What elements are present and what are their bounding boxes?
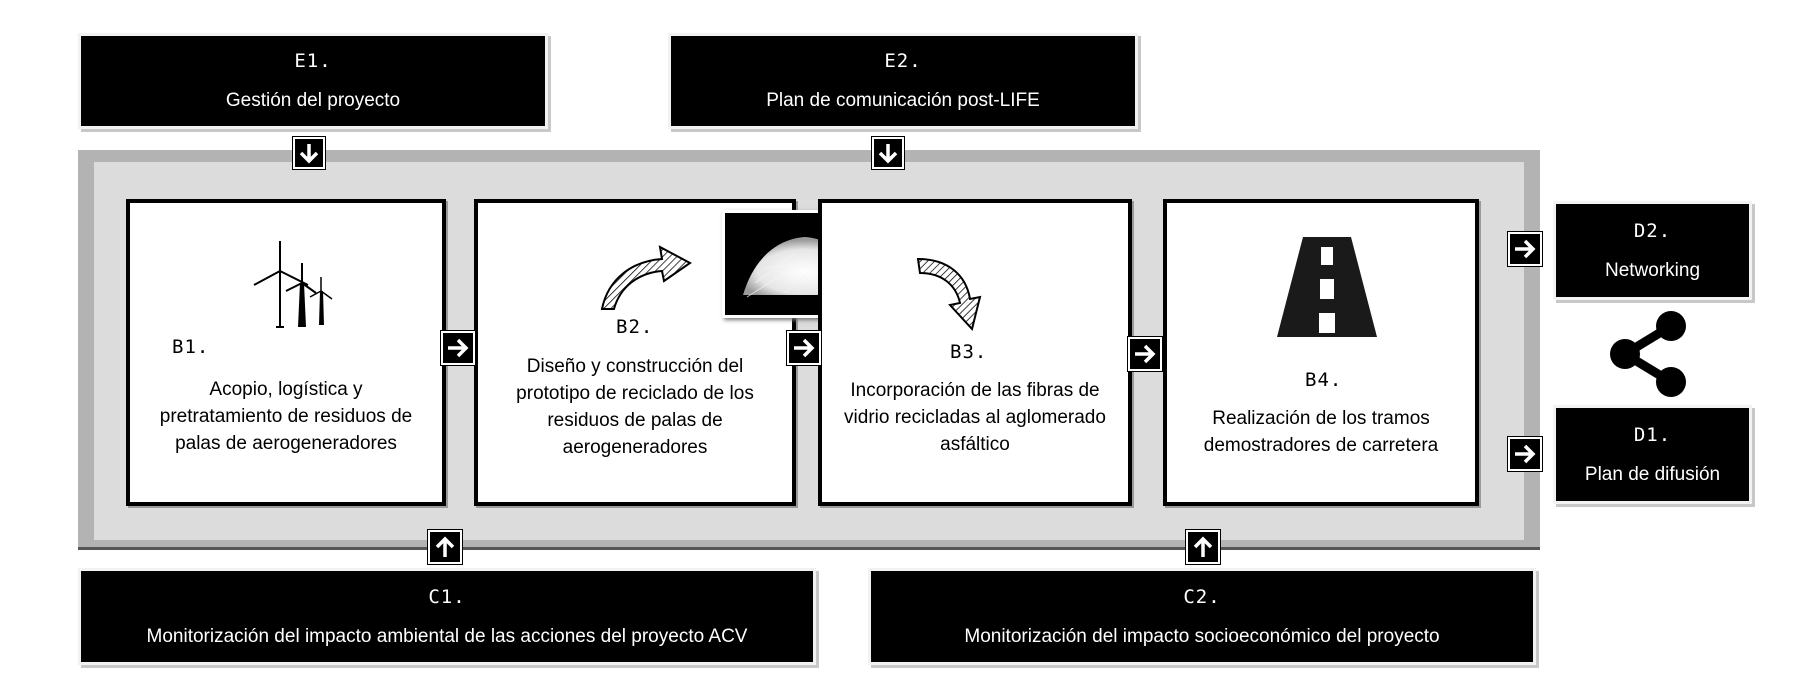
task-e1-title: Gestión del proyecto bbox=[225, 90, 401, 111]
share-icon bbox=[1610, 311, 1686, 397]
task-b4-code: B4. bbox=[1305, 369, 1343, 391]
task-b3-panel: B3. Incorporación de las fibras de vidri… bbox=[818, 199, 1132, 506]
task-e2-code: E2. bbox=[884, 50, 922, 72]
task-d2-box: D2. Networking bbox=[1553, 201, 1752, 300]
task-d1-box: D1. Plan de difusión bbox=[1553, 405, 1752, 504]
task-e2-box: E2. Plan de comunicación post-LIFE bbox=[668, 33, 1138, 129]
task-c2-box: C2. Monitorización del impacto socioecon… bbox=[868, 568, 1536, 665]
task-b1-panel: B1. Acopio, logística y pretratamiento d… bbox=[126, 199, 446, 506]
task-e1-box: E1. Gestión del proyecto bbox=[78, 33, 548, 129]
task-d2-code: D2. bbox=[1633, 219, 1672, 242]
task-d1-code: D1. bbox=[1633, 423, 1672, 446]
task-e2-title: Plan de comunicación post-LIFE bbox=[766, 90, 1040, 111]
right-arrow-icon bbox=[441, 331, 475, 365]
right-arrow-icon bbox=[1128, 337, 1162, 371]
down-arrow-icon bbox=[293, 137, 325, 169]
task-d2-title: Networking bbox=[1604, 259, 1701, 281]
right-arrow-icon bbox=[1508, 232, 1542, 266]
up-arrow-icon bbox=[1186, 530, 1220, 564]
right-arrow-icon bbox=[787, 331, 821, 365]
curved-arrow-down-icon bbox=[916, 257, 982, 332]
task-c1-title: Monitorización del impacto ambiental de … bbox=[146, 625, 748, 647]
task-c2-title: Monitorización del impacto socioeconómic… bbox=[964, 625, 1440, 647]
task-b1-text: Acopio, logística y pretratamiento de re… bbox=[159, 379, 413, 454]
task-b4-panel: B4. Realización de los tramos demostrado… bbox=[1163, 199, 1479, 506]
task-b4-text: Realización de los tramos demostradores … bbox=[1203, 408, 1439, 456]
curved-arrow-icon bbox=[600, 245, 692, 310]
wind-turbine-icon bbox=[253, 241, 333, 328]
task-e1-code: E1. bbox=[294, 50, 332, 72]
down-arrow-icon bbox=[872, 137, 904, 169]
task-c1-code: C1. bbox=[428, 585, 466, 608]
up-arrow-icon bbox=[428, 530, 462, 564]
road-icon bbox=[1277, 237, 1377, 337]
right-arrow-icon bbox=[1508, 437, 1542, 471]
task-d1-title: Plan de difusión bbox=[1584, 463, 1721, 485]
task-b1-code: B1. bbox=[172, 336, 210, 358]
task-c1-box: C1. Monitorización del impacto ambiental… bbox=[78, 568, 816, 665]
task-b3-code: B3. bbox=[950, 341, 988, 363]
task-b2-text: Diseño y construcción del prototipo de r… bbox=[516, 356, 754, 458]
task-b2-code: B2. bbox=[616, 316, 654, 338]
task-c2-code: C2. bbox=[1183, 585, 1221, 608]
task-b3-text: Incorporación de las fibras de vidrio re… bbox=[844, 380, 1106, 455]
